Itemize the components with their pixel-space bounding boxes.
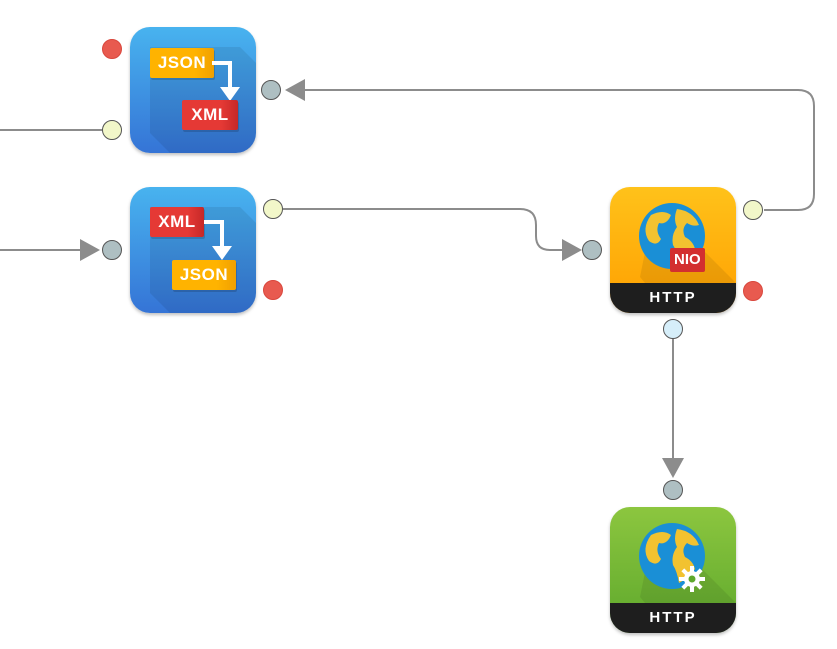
http-nio-node[interactable]: NIO HTTP (610, 187, 736, 313)
arrowhead-jsonxml-input (285, 79, 305, 101)
arrowhead-xml-json-input (80, 239, 100, 261)
http-nio-output-port[interactable] (743, 200, 763, 220)
json-xml-error-port[interactable] (102, 39, 122, 59)
json-label: JSON (150, 48, 214, 78)
http-footer: HTTP (610, 603, 736, 633)
xml-to-json-node[interactable]: XML JSON (130, 187, 256, 313)
xml-json-output-port[interactable] (263, 199, 283, 219)
nio-badge: NIO (670, 248, 705, 272)
http-nio-error-port[interactable] (743, 281, 763, 301)
xml-json-input-port[interactable] (102, 240, 122, 260)
json-xml-output-port[interactable] (102, 120, 122, 140)
json-to-xml-node[interactable]: JSON XML (130, 27, 256, 153)
http-service-input-port[interactable] (663, 480, 683, 500)
wire-xmljson-to-nio[interactable] (283, 208, 570, 251)
xml-json-error-port[interactable] (263, 280, 283, 300)
http-nio-input-port[interactable] (582, 240, 602, 260)
arrowhead-nio-input (562, 239, 582, 261)
xml-label: XML (150, 207, 204, 237)
http-service-node[interactable]: HTTP (610, 507, 736, 633)
xml-label: XML (182, 100, 238, 130)
wire-nio-to-jsonxml[interactable] (300, 89, 815, 211)
json-xml-input-port[interactable] (261, 80, 281, 100)
long-shadow (150, 207, 256, 313)
http-footer: HTTP (610, 283, 736, 313)
arrowhead-service-input (662, 458, 684, 478)
http-nio-response-port[interactable] (663, 319, 683, 339)
json-label: JSON (172, 260, 236, 290)
gear-icon (679, 566, 705, 592)
down-arrow-icon (212, 61, 240, 101)
down-arrow-icon (204, 220, 232, 260)
